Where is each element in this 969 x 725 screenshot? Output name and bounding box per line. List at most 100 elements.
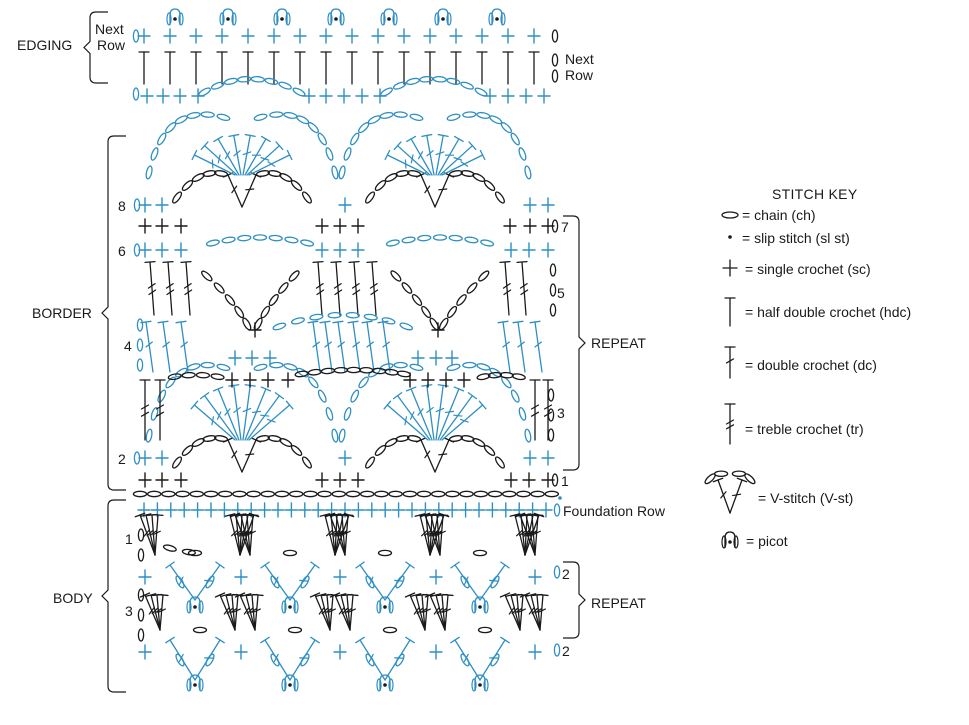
chain-symbol: [287, 626, 303, 634]
dc-symbol: [247, 513, 259, 556]
chain-symbol: [309, 313, 324, 321]
dc-symbol: [165, 561, 196, 601]
chain-symbol: [331, 428, 339, 443]
chain-symbol: [490, 575, 500, 589]
picot-symbol: [376, 596, 394, 614]
hdc-symbol: [398, 51, 410, 85]
single-crochet-symbol: [138, 197, 152, 213]
chain-symbol: [395, 653, 405, 667]
dc-symbol: [392, 392, 431, 441]
chain-symbol: [516, 490, 531, 498]
dc-symbol: [152, 513, 164, 556]
dc-symbol: [450, 636, 481, 681]
chain-symbol: [301, 456, 312, 469]
chain-symbol: [150, 147, 159, 161]
chain-symbol: [402, 490, 418, 498]
dc-symbol: [191, 149, 236, 176]
chain-symbol: [331, 165, 339, 180]
row-number-3: 3: [557, 405, 565, 421]
dc-symbol: [332, 320, 346, 373]
treble-crochet-symbol: [139, 379, 151, 441]
single-crochet-symbol: [528, 569, 542, 585]
dc-symbol: [497, 320, 511, 373]
single-crochet-symbol: [522, 242, 536, 258]
single-crochet-symbol: [138, 644, 152, 660]
chain-symbol: [721, 211, 739, 219]
chain-symbol: [462, 361, 477, 369]
single-crochet-symbol: [315, 472, 329, 488]
single-crochet-symbol: [411, 350, 425, 366]
treble-crochet-symbol: [180, 260, 193, 316]
single-crochet-symbol: [293, 28, 307, 44]
chain-symbol: [551, 473, 559, 487]
chain-symbol: [713, 470, 729, 477]
body-row-number-2b: 2: [562, 643, 570, 659]
single-crochet-symbol: [504, 242, 518, 258]
chain-symbol: [447, 305, 458, 319]
key-picot-text: = picot: [746, 533, 788, 549]
single-crochet-symbol: [271, 502, 285, 518]
single-crochet-symbol: [445, 502, 459, 518]
chain-symbol: [296, 367, 309, 378]
chain-symbol: [137, 548, 145, 562]
single-crochet-symbol: [351, 242, 365, 258]
chain-symbol: [359, 490, 375, 498]
chain-symbol: [157, 132, 167, 146]
single-crochet-symbol: [499, 502, 513, 518]
dc-symbol: [441, 400, 487, 441]
dc-symbol: [393, 141, 431, 176]
chain-symbol: [279, 437, 293, 448]
dc-symbol: [377, 320, 391, 373]
picot-symbol: [166, 8, 184, 26]
dc-symbol: [450, 561, 481, 601]
chain-symbol: [500, 122, 512, 134]
chain-symbol: [411, 294, 423, 306]
treble-crochet-symbol: [516, 260, 529, 316]
chain-symbol: [438, 317, 449, 331]
chain-symbol: [551, 219, 559, 233]
chain-symbol: [307, 122, 319, 134]
chain-symbol: [358, 376, 369, 389]
chain-symbol: [432, 75, 447, 83]
chain-symbol: [384, 172, 398, 183]
single-crochet-symbol: [163, 28, 177, 44]
chain-symbol: [200, 111, 215, 118]
chain-symbol: [367, 115, 381, 125]
single-crochet-symbol: [215, 28, 229, 44]
row-number-1: 1: [561, 473, 569, 489]
chain-symbol: [308, 376, 319, 389]
picot-symbol: [376, 674, 394, 692]
chain-symbol: [232, 490, 247, 498]
chain-symbol: [432, 234, 448, 241]
dc-symbol: [384, 561, 415, 601]
treble-crochet-symbol: [348, 260, 361, 316]
picot-symbol: [219, 8, 237, 26]
dc-symbol: [355, 561, 386, 601]
chain-symbol: [162, 544, 177, 552]
chain-symbol: [501, 490, 517, 498]
chain-symbol: [731, 470, 747, 477]
single-crochet-symbol: [528, 644, 542, 660]
single-crochet-symbol: [519, 88, 533, 104]
single-crochet-symbol: [333, 569, 347, 585]
chain-symbol: [395, 435, 410, 442]
treble-crochet-symbol: [330, 260, 343, 316]
chain-symbol: [175, 575, 185, 589]
chain-symbol: [382, 626, 398, 634]
chain-symbol: [189, 490, 205, 498]
chain-symbol: [494, 191, 505, 204]
chain-symbol: [300, 653, 310, 667]
chain-symbol: [553, 643, 561, 657]
single-crochet-symbol: [138, 450, 152, 466]
hdc-symbol: [346, 51, 358, 85]
chain-symbol: [343, 147, 352, 161]
chain-symbol: [191, 172, 205, 183]
single-crochet-symbol: [355, 88, 369, 104]
single-crochet-symbol: [351, 218, 365, 234]
chain-symbol: [446, 113, 461, 121]
single-crochet-symbol: [225, 372, 239, 388]
chain-symbol: [303, 490, 318, 498]
chain-symbol: [476, 111, 491, 119]
chain-symbol: [327, 311, 342, 319]
